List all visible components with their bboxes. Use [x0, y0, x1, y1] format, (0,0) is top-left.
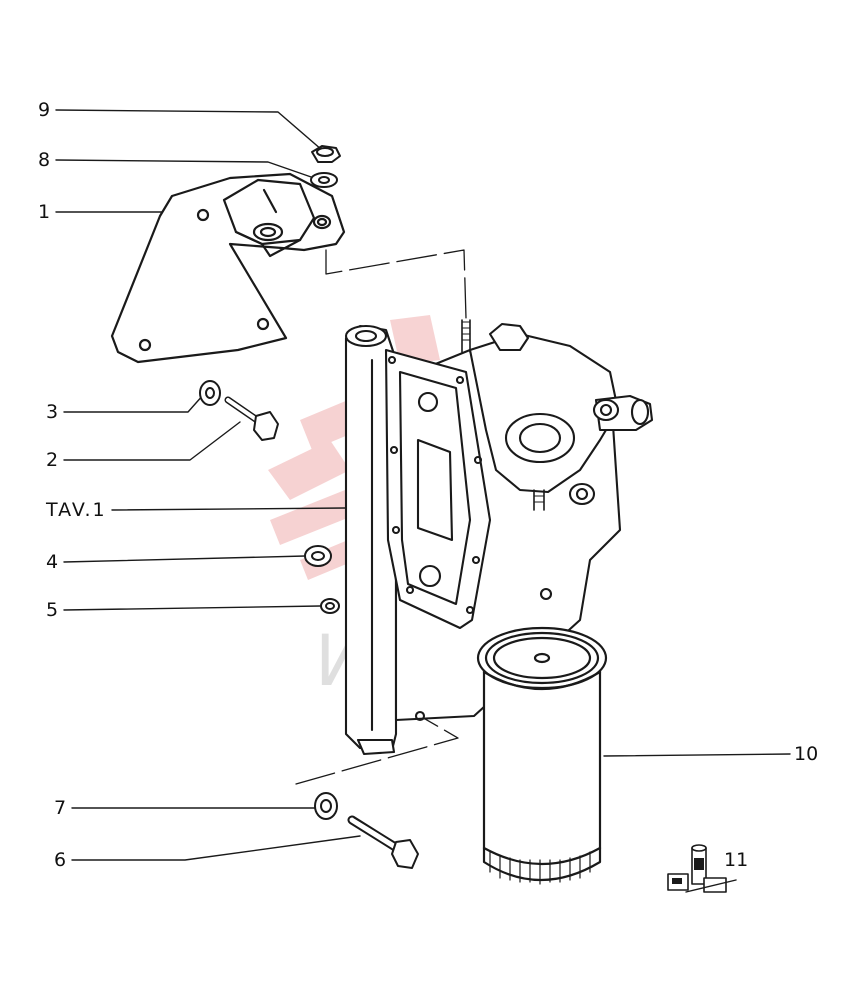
part-1-bracket	[110, 172, 346, 364]
part-8-washer	[310, 172, 338, 188]
leader-tav	[111, 507, 346, 511]
callout-labels: 9 8 1 3 2 TAV.1 4 5 7 6 10 11	[38, 99, 818, 871]
callout-8: 8	[38, 149, 50, 171]
callout-6: 6	[54, 849, 66, 871]
callout-3: 3	[46, 401, 58, 423]
part-11-kit	[667, 844, 737, 893]
leader-2	[63, 421, 241, 461]
filter-housing-assembly	[344, 319, 654, 756]
part-9-nut	[311, 145, 341, 163]
leader-9	[55, 109, 323, 151]
leader-8	[55, 159, 315, 179]
callout-10: 10	[794, 743, 818, 765]
callout-tav: TAV.1	[45, 499, 107, 521]
callout-1: 1	[38, 201, 50, 223]
callout-11: 11	[724, 849, 748, 871]
part-10-oil-filter	[476, 626, 608, 885]
callout-4: 4	[46, 551, 58, 573]
part-3-washer	[199, 380, 221, 406]
callout-9: 9	[38, 99, 50, 121]
callout-5: 5	[46, 599, 58, 621]
part-4-lock-washer	[304, 545, 332, 567]
leader-lines	[55, 109, 791, 861]
part-7-washer	[314, 792, 338, 820]
part-5-washer	[320, 598, 340, 614]
part-6-bolt	[347, 815, 419, 869]
leader-10	[603, 753, 791, 757]
leader-4	[63, 555, 306, 563]
callout-2: 2	[46, 449, 58, 471]
leader-3	[63, 393, 205, 413]
leader-6	[71, 835, 361, 861]
part-2-bolt	[224, 396, 279, 441]
callout-7: 7	[54, 797, 66, 819]
leader-5	[63, 605, 321, 611]
